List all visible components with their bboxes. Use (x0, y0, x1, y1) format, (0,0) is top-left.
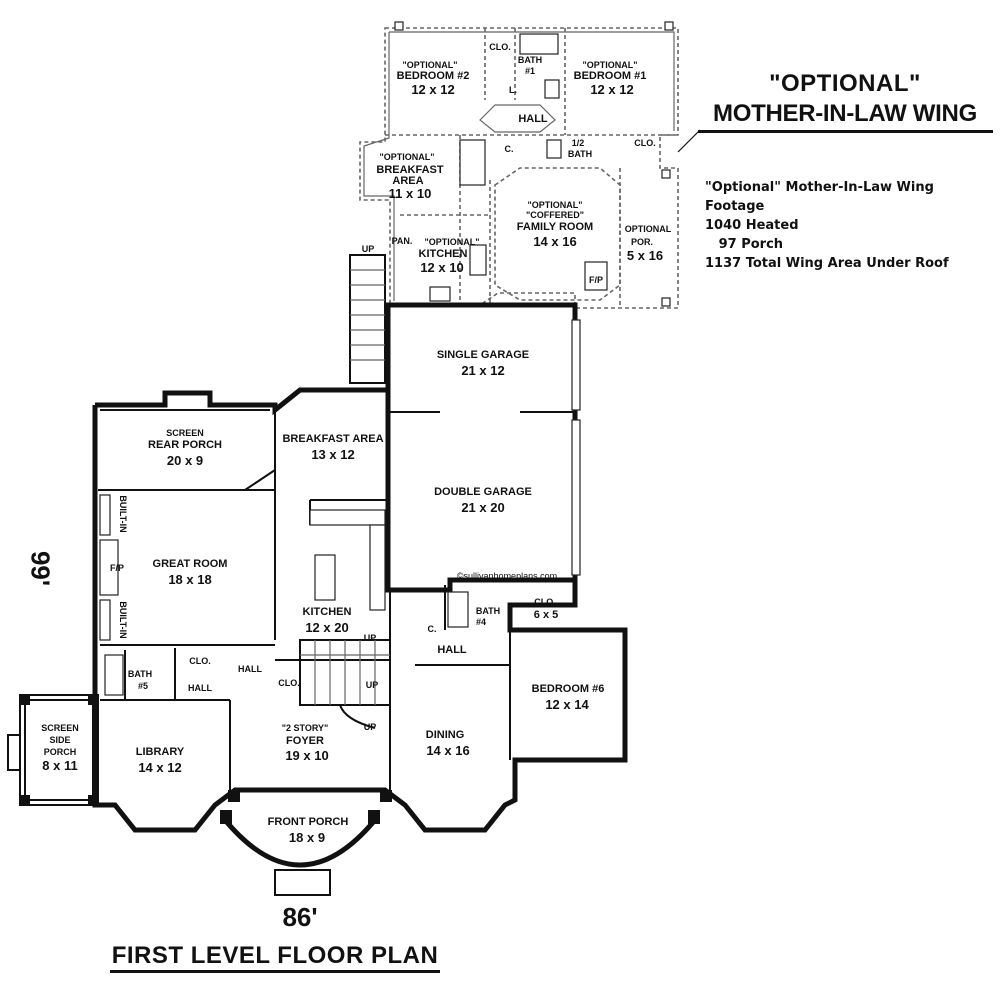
side-porch-size: 8 x 11 (42, 758, 77, 773)
bedroom1-size: 12 x 12 (590, 82, 633, 97)
foyer-name: FOYER (286, 735, 324, 747)
wing-breakfast-tag: "OPTIONAL" (379, 152, 434, 162)
front-porch-size: 18 x 9 (289, 830, 325, 845)
hall-left-label-2: HALL (238, 664, 262, 674)
bedroom6-name: BEDROOM #6 (532, 683, 605, 695)
main-house-walls (92, 387, 628, 833)
stairs-up-label-3: UP (364, 722, 377, 732)
bath1-line2: #1 (525, 66, 535, 76)
mother-in-law-wing (359, 21, 701, 309)
bedroom1-tag: "OPTIONAL" (582, 60, 637, 70)
double-garage-name: DOUBLE GARAGE (434, 486, 532, 498)
side-porch-name2: PORCH (44, 747, 77, 757)
optional-porch-tag: OPTIONAL (625, 224, 672, 234)
wing-linen-label: L. (509, 85, 517, 95)
wing-fireplace-label: F/P (589, 275, 603, 285)
wing-kitchen-size: 12 x 10 (420, 260, 463, 275)
family-room-name: FAMILY ROOM (517, 221, 593, 233)
bath1-line1: BATH (518, 55, 542, 65)
breakfast-name: BREAKFAST AREA (282, 433, 383, 445)
wing-hall-label: HALL (518, 113, 548, 125)
plan-title: FIRST LEVEL FLOOR PLAN (111, 942, 439, 969)
side-porch-tag: SCREEN (41, 723, 79, 733)
side-porch-structure (7, 694, 99, 806)
wing-title-line1: "OPTIONAL" (769, 70, 921, 97)
stairs-up-label-2: UP (366, 680, 379, 690)
single-garage-size: 21 x 12 (461, 363, 504, 378)
breakfast-size: 13 x 12 (311, 447, 354, 462)
dining-name: DINING (426, 729, 465, 741)
watermark: ©sullivanhomeplans.com (457, 571, 557, 581)
hall-left-label-1: HALL (188, 683, 212, 693)
center-closet-label: CLO. (278, 678, 300, 688)
foyer-size: 19 x 10 (285, 748, 328, 763)
bath4-line2: #4 (476, 617, 486, 627)
rear-porch-size: 20 x 9 (167, 453, 203, 468)
bath5-line2: #5 (138, 681, 148, 691)
family-room-size: 14 x 16 (533, 234, 576, 249)
closet-6x5-size: 6 x 5 (534, 609, 558, 621)
great-room-name: GREAT ROOM (153, 558, 228, 570)
dining-size: 14 x 16 (426, 743, 469, 758)
wing-note-line2: Footage (705, 199, 765, 214)
wing-title-line2: MOTHER-IN-LAW WING (713, 100, 977, 127)
left-closet-label: CLO. (189, 656, 211, 666)
bedroom2-size: 12 x 12 (411, 82, 454, 97)
wing-breakfast-line1: BREAKFAST (376, 164, 444, 176)
single-garage-name: SINGLE GARAGE (437, 349, 529, 361)
closet-6x5-name: CLO. (534, 597, 556, 607)
wing-stairs (349, 254, 386, 384)
main-stairs (299, 639, 391, 729)
main-closet-c-label: C. (428, 624, 437, 634)
wing-breakfast-size: 11 x 10 (389, 186, 432, 201)
plan-title-underline (110, 970, 440, 973)
bath5-line1: BATH (128, 669, 152, 679)
rear-porch-tag: SCREEN (166, 428, 204, 438)
wing-right-closet-label: CLO. (634, 138, 656, 148)
half-bath-line1: 1/2 (572, 138, 585, 148)
pantry-label: PAN. (392, 236, 413, 246)
bedroom6-size: 12 x 14 (545, 697, 589, 712)
wing-stairs-up-label: UP (362, 244, 375, 254)
front-porch-name: FRONT PORCH (268, 816, 349, 828)
width-dimension: 86' (282, 902, 318, 932)
wing-kitchen-name: KITCHEN (419, 248, 468, 260)
bedroom2-name: BEDROOM #2 (397, 70, 470, 82)
wing-note-line1: "Optional" Mother-In-Law Wing (705, 180, 934, 195)
family-room-tag: "OPTIONAL" (527, 200, 582, 210)
wing-title-underline (698, 130, 993, 133)
wing-note-line4: 97 Porch (705, 237, 784, 252)
double-garage-size: 21 x 20 (461, 500, 504, 515)
builtin-top-label: BUILT-IN (118, 495, 128, 532)
rear-porch-name: REAR PORCH (148, 439, 222, 451)
bath4-line1: BATH (476, 606, 500, 616)
depth-dimension: 99' (25, 550, 56, 587)
half-bath-line2: BATH (568, 149, 592, 159)
bedroom2-tag: "OPTIONAL" (402, 60, 457, 70)
wing-note-line3: 1040 Heated (705, 218, 799, 233)
family-room-tag2: "COFFERED" (526, 210, 584, 220)
library-size: 14 x 12 (138, 760, 181, 775)
great-room-fireplace-label: F/P (110, 563, 124, 573)
wing-closet-c-label: C. (505, 144, 514, 154)
bedroom1-name: BEDROOM #1 (574, 70, 647, 82)
foyer-tag: "2 STORY" (282, 723, 329, 733)
wing-kitchen-tag: "OPTIONAL" (424, 237, 479, 247)
kitchen-size: 12 x 20 (305, 620, 348, 635)
wing-note-line5: 1137 Total Wing Area Under Roof (705, 256, 949, 271)
optional-porch-size: 5 x 16 (627, 248, 663, 263)
front-porch-structure (220, 790, 392, 896)
builtin-bottom-label: BUILT-IN (118, 601, 128, 638)
stairs-up-label-1: UP (364, 633, 377, 643)
great-room-size: 18 x 18 (168, 572, 211, 587)
hall-right-label: HALL (437, 644, 467, 656)
kitchen-name: KITCHEN (303, 606, 352, 618)
side-porch-name: SIDE (49, 735, 70, 745)
wing-breakfast-line2: AREA (392, 175, 423, 187)
optional-porch-name: POR. (631, 237, 653, 247)
garages (385, 302, 581, 593)
wing-closet-label: CLO. (489, 42, 511, 52)
library-name: LIBRARY (136, 746, 185, 758)
